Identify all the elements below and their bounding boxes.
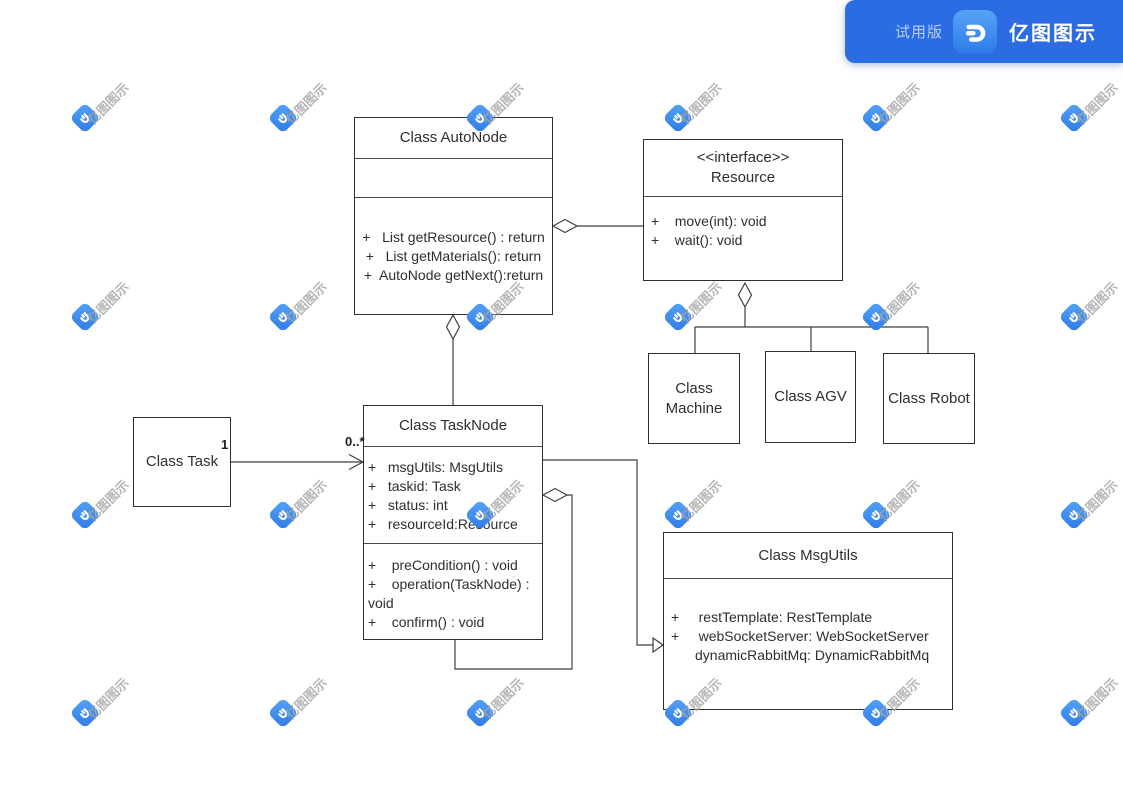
methods-compartment: + move(int): void + wait(): void: [644, 196, 842, 279]
method-line: + operation(TaskNode) :: [368, 576, 530, 592]
aggregation-diamond-resource[interactable]: [737, 281, 753, 309]
methods-compartment: + preCondition() : void + operation(Task…: [364, 543, 542, 638]
interface-title: <<interface>> Resource: [644, 140, 842, 196]
trial-badge[interactable]: 试用版 亿图图示: [845, 0, 1123, 63]
trial-version-label: 试用版: [895, 24, 944, 41]
method-line: + AutoNode getNext():return: [363, 267, 544, 283]
class-box-tasknode[interactable]: Class TaskNode + msgUtils: MsgUtils + ta…: [363, 405, 543, 640]
class-title: Class AutoNode: [399, 129, 508, 146]
aggregation-diamond-autonode-tasknode[interactable]: [445, 313, 461, 341]
class-box-msgutils[interactable]: Class MsgUtils + restTemplate: RestTempl…: [663, 532, 953, 710]
attribute-line: + resourceId:Resource: [368, 516, 518, 532]
attribute-line: + status: int: [368, 497, 448, 513]
method-line: void: [368, 595, 394, 611]
interface-name: Resource: [710, 169, 776, 186]
attributes-compartment: [355, 158, 552, 197]
method-line: + wait(): void: [651, 232, 743, 248]
method-line: + move(int): void: [651, 213, 767, 229]
attributes-compartment: + msgUtils: MsgUtils + taskid: Task + st…: [364, 446, 542, 543]
connector-tasknode-self[interactable]: [454, 494, 573, 670]
attribute-line: + webSocketServer: WebSocketServer: [671, 628, 929, 644]
attribute-line: dynamicRabbitMq: DynamicRabbitMq: [695, 647, 930, 663]
interface-box-resource[interactable]: <<interface>> Resource + move(int): void…: [643, 139, 843, 281]
method-line: + List getResource() : return: [362, 229, 545, 245]
multiplicity-label-task: 1: [221, 437, 229, 452]
triangle-arrow-msgutils[interactable]: [652, 636, 665, 654]
class-box-machine[interactable]: Class Machine: [648, 353, 740, 444]
class-title: Class TaskNode: [398, 417, 508, 434]
stereotype-label: <<interface>>: [696, 149, 790, 166]
method-line: + confirm() : void: [368, 614, 485, 630]
class-box-autonode[interactable]: Class AutoNode + List getResource() : re…: [354, 117, 553, 315]
class-box-task[interactable]: Class Task: [133, 417, 231, 507]
edraw-logo-icon: [953, 9, 998, 54]
attribute-line: + msgUtils: MsgUtils: [368, 459, 503, 475]
connector-resource-implementations[interactable]: [694, 307, 929, 353]
methods-compartment: + List getResource() : return + List get…: [355, 197, 552, 314]
method-line: + List getMaterials(): return: [365, 248, 542, 264]
aggregation-diamond-autonode-resource[interactable]: [551, 218, 579, 234]
brand-name: 亿图图示: [1009, 23, 1098, 45]
attribute-line: + taskid: Task: [368, 478, 461, 494]
class-title: Class Machine: [665, 379, 723, 417]
class-box-robot[interactable]: Class Robot: [883, 353, 975, 444]
connector-tasknode-msgutils[interactable]: [543, 459, 653, 646]
class-title: Class MsgUtils: [758, 546, 858, 564]
class-title: Class AGV: [774, 388, 847, 405]
aggregation-diamond-tasknode-self[interactable]: [541, 487, 569, 503]
method-line: + preCondition() : void: [368, 557, 518, 573]
class-title: Class Robot: [888, 389, 970, 407]
class-box-agv[interactable]: Class AGV: [765, 351, 856, 443]
attributes-compartment: + restTemplate: RestTemplate + webSocket…: [664, 578, 952, 708]
multiplicity-label-tasknode: 0..*: [345, 434, 365, 449]
class-title: Class Task: [145, 453, 219, 470]
attribute-line: + restTemplate: RestTemplate: [671, 609, 873, 625]
